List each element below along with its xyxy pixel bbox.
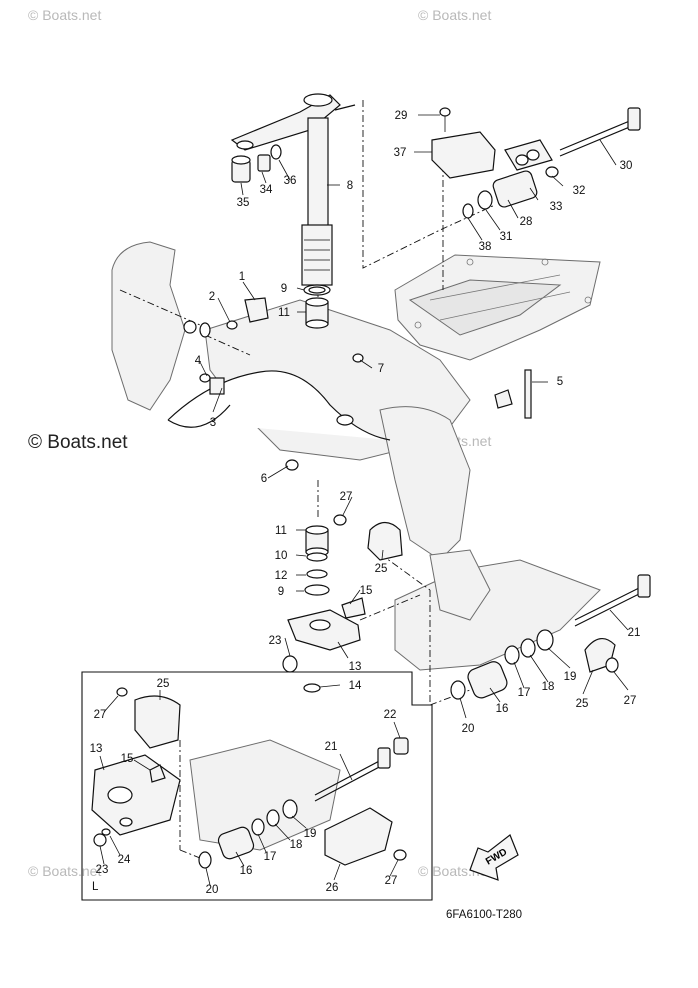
callout-11-lower: 11 [275, 525, 287, 537]
callout-13-inset: 13 [90, 743, 103, 755]
callout-16-right: 16 [496, 703, 509, 715]
callout-22: 22 [384, 709, 397, 721]
leader-lines [199, 114, 629, 719]
callout-21-right: 21 [628, 627, 641, 639]
inset-label: L [92, 881, 99, 893]
callout-3: 3 [210, 417, 216, 429]
callout-27-right: 27 [624, 695, 637, 707]
upper-mount-assembly [431, 107, 641, 219]
callout-7: 7 [378, 363, 384, 375]
callout-11-upper: 11 [278, 307, 290, 319]
callout-23-inset: 23 [96, 864, 109, 876]
callout-25-center: 25 [375, 563, 388, 575]
lower-mount-assembly [333, 514, 651, 700]
callout-13-center: 13 [349, 661, 362, 673]
inset-leader-lines [99, 690, 401, 886]
callout-37: 37 [394, 147, 407, 159]
callout-36: 36 [284, 175, 297, 187]
steering-shaft [230, 93, 356, 286]
callout-19-right: 19 [564, 671, 577, 683]
callout-38: 38 [479, 241, 492, 253]
callout-17-right: 17 [518, 687, 531, 699]
watermark-bottom-left: © Boats.net [28, 863, 101, 879]
watermark-middle-left: © Boats.net [28, 432, 128, 453]
callout-20-right: 20 [462, 723, 475, 735]
diagram-code: 6FA6100-T280 [446, 909, 522, 921]
fwd-arrow-icon: FWD [469, 834, 519, 881]
callout-29: 29 [395, 110, 408, 122]
engine-oil-pan-ghost [394, 254, 601, 361]
upper-bushings [303, 284, 331, 329]
callout-15-center: 15 [360, 585, 373, 597]
callout-18-inset: 18 [290, 839, 303, 851]
callout-16-inset: 16 [240, 865, 253, 877]
callout-1: 1 [239, 271, 245, 283]
callout-23-center: 23 [269, 635, 282, 647]
callout-30: 30 [620, 160, 633, 172]
callout-26: 26 [326, 882, 339, 894]
callout-2: 2 [209, 291, 215, 303]
watermark-top-right: © Boats.net [418, 7, 491, 23]
callout-34: 34 [260, 184, 273, 196]
watermark-top-left: © Boats.net [28, 7, 101, 23]
callout-labels: 1 2 3 4 5 6 7 8 9 11 29 37 30 32 33 28 3… [90, 110, 641, 896]
swivel-bracket-ghost [111, 241, 601, 671]
callout-8: 8 [347, 180, 353, 192]
callout-4: 4 [195, 355, 202, 367]
callout-20-inset: 20 [206, 884, 219, 896]
callout-5: 5 [557, 376, 563, 388]
callout-33: 33 [550, 201, 563, 213]
callout-12: 12 [275, 570, 288, 582]
inset-detail [81, 671, 433, 901]
callout-25-right: 25 [576, 698, 589, 710]
callout-27-inset-top: 27 [94, 709, 107, 721]
callout-10: 10 [275, 550, 288, 562]
callout-24: 24 [118, 854, 131, 866]
callout-17-inset: 17 [264, 851, 277, 863]
callout-15-inset: 15 [121, 753, 134, 765]
grounding-and-misc-parts [167, 297, 532, 471]
callout-9-lower: 9 [278, 586, 284, 598]
callout-9-upper: 9 [281, 283, 287, 295]
callout-21-inset: 21 [325, 741, 338, 753]
callout-19-inset: 19 [304, 828, 317, 840]
grease-fittings [231, 144, 282, 183]
callout-27-inset-bottom: 27 [385, 875, 398, 887]
callout-18-right: 18 [542, 681, 555, 693]
lower-steering-parts [282, 525, 366, 693]
callout-25-inset: 25 [157, 678, 170, 690]
callout-27-upper: 27 [340, 491, 353, 503]
callout-28: 28 [520, 216, 533, 228]
callout-6: 6 [261, 473, 267, 485]
callout-31: 31 [500, 231, 513, 243]
callout-35: 35 [237, 197, 250, 209]
callout-32: 32 [573, 185, 586, 197]
callout-14: 14 [349, 680, 362, 692]
